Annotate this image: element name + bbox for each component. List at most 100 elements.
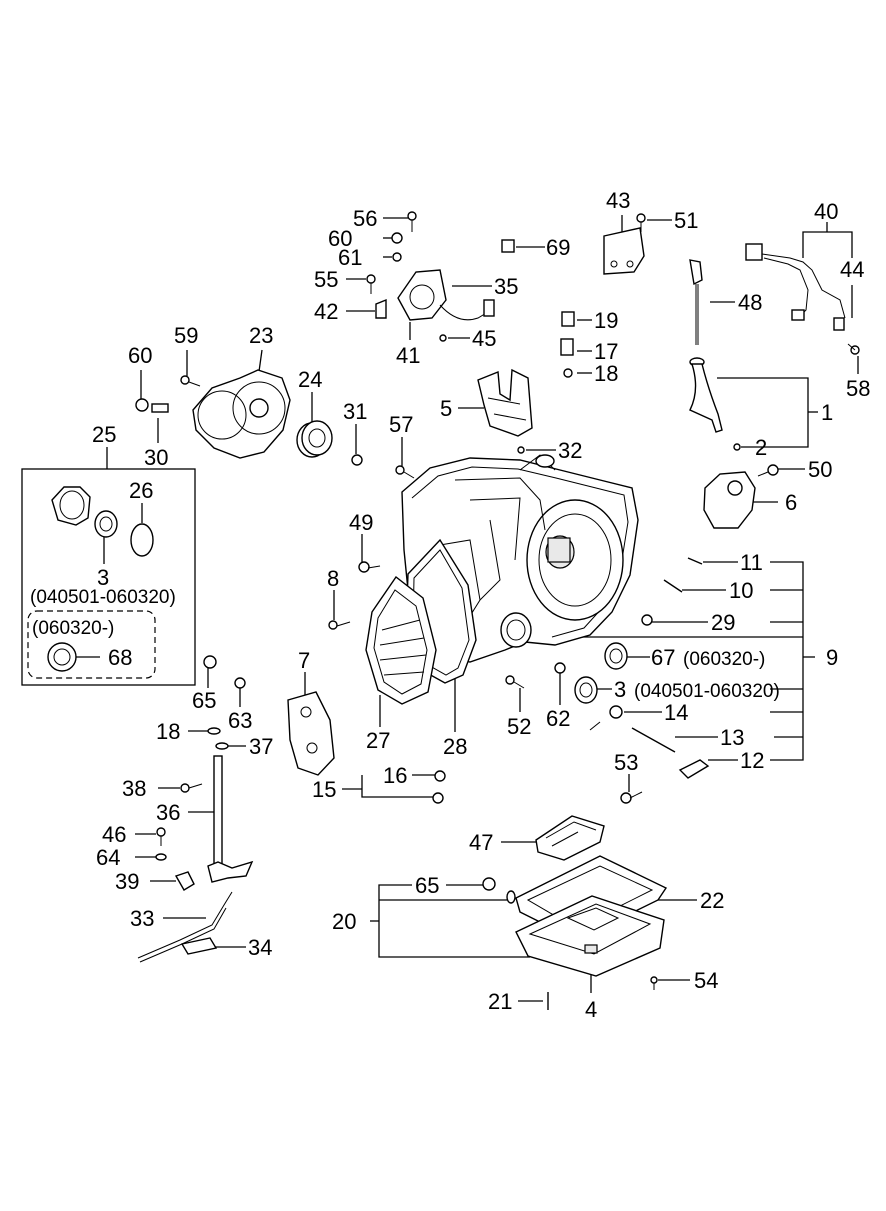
label-20: 20 <box>332 909 356 934</box>
label-7: 7 <box>298 648 310 673</box>
label-9: 9 <box>826 645 838 670</box>
side-cover-23 <box>192 369 291 459</box>
label-61: 61 <box>338 245 362 270</box>
label-53: 53 <box>614 750 638 775</box>
label-22: 22 <box>700 888 724 913</box>
label-62: 62 <box>546 706 570 731</box>
label-16: 16 <box>383 763 407 788</box>
label-60-left: 60 <box>128 343 152 368</box>
label-38: 38 <box>122 776 146 801</box>
label-18-left: 18 <box>156 719 180 744</box>
kit-25-parts <box>47 486 154 672</box>
label-46: 46 <box>102 822 126 847</box>
label-17: 17 <box>594 339 618 364</box>
leader-lines <box>76 215 859 1002</box>
sensor-69 <box>501 239 515 253</box>
label-8: 8 <box>327 566 339 591</box>
label-68: 68 <box>108 645 132 670</box>
label-2: 2 <box>755 435 767 460</box>
label-10: 10 <box>729 578 753 603</box>
label-3-right: 3 <box>614 677 626 702</box>
label-1: 1 <box>821 400 833 425</box>
label-58: 58 <box>846 376 870 401</box>
label-43: 43 <box>606 188 630 213</box>
label-49: 49 <box>349 510 373 535</box>
label-59: 59 <box>174 323 198 348</box>
label-63: 63 <box>228 708 252 733</box>
label-50: 50 <box>808 457 832 482</box>
label-18-top: 18 <box>594 361 618 386</box>
label-21: 21 <box>488 989 512 1014</box>
label-56: 56 <box>353 206 377 231</box>
label-29: 29 <box>711 610 735 635</box>
label-48: 48 <box>738 290 762 315</box>
inhibitor-switch-41 <box>397 269 495 321</box>
label-11: 11 <box>740 550 763 575</box>
label-44: 44 <box>840 257 864 282</box>
speed-sensor-harness-40 <box>745 243 846 331</box>
bracket-5 <box>477 368 533 437</box>
kit-box-25 <box>21 468 196 686</box>
label-5: 5 <box>440 396 452 421</box>
seals-67-3 <box>574 642 628 704</box>
label-32: 32 <box>558 438 582 463</box>
label-51: 51 <box>674 208 698 233</box>
label-39: 39 <box>115 869 139 894</box>
label-57: 57 <box>389 412 413 437</box>
seal-24 <box>296 420 333 458</box>
label-35: 35 <box>494 274 518 299</box>
dipstick-48 <box>689 259 703 345</box>
manual-shaft-assembly <box>137 755 254 963</box>
label-47: 47 <box>469 830 493 855</box>
label-37: 37 <box>249 734 273 759</box>
range-note-060320-right: (060320-) <box>683 649 765 670</box>
clip-42 <box>375 298 387 319</box>
label-3-kit: 3 <box>97 565 109 590</box>
label-14: 14 <box>664 700 688 725</box>
fittings-17-18-19 <box>560 311 575 378</box>
range-note-040501-060320-right: (040501-060320) <box>634 681 780 702</box>
kit-subbox-060320 <box>27 610 156 679</box>
label-64: 64 <box>96 845 120 870</box>
label-6: 6 <box>785 490 797 515</box>
label-55: 55 <box>314 267 338 292</box>
label-12: 12 <box>740 748 764 773</box>
mount-bracket-6 <box>703 471 756 529</box>
range-note-060320-left: (060320-) <box>32 618 114 639</box>
label-24: 24 <box>298 367 322 392</box>
oil-pan-and-gasket <box>515 855 668 977</box>
label-34: 34 <box>248 935 272 960</box>
label-13: 13 <box>720 725 744 750</box>
o-ring-2 <box>733 443 741 451</box>
label-27: 27 <box>366 728 390 753</box>
label-30: 30 <box>144 445 168 470</box>
bracket-43 <box>603 227 645 275</box>
label-69: 69 <box>546 235 570 260</box>
label-41: 41 <box>396 343 420 368</box>
range-note-040501-060320-left: (040501-060320) <box>30 587 176 608</box>
label-33: 33 <box>130 906 154 931</box>
label-60: 60 <box>328 226 352 251</box>
label-65-left: 65 <box>192 688 216 713</box>
label-15: 15 <box>312 777 336 802</box>
bolts-and-washers <box>135 211 860 1010</box>
label-36: 36 <box>156 800 180 825</box>
label-4: 4 <box>585 997 597 1022</box>
valve-body-cover-27 <box>365 575 437 705</box>
label-67: 67 <box>651 645 675 670</box>
filler-tube-1 <box>689 357 723 433</box>
bracket-7 <box>287 691 335 776</box>
callout-labels: 56 60 61 55 42 41 35 45 69 43 51 40 44 4… <box>30 188 870 1022</box>
label-42: 42 <box>314 299 338 324</box>
label-31: 31 <box>343 399 367 424</box>
label-25: 25 <box>92 422 116 447</box>
label-23: 23 <box>249 323 273 348</box>
label-54: 54 <box>694 968 718 993</box>
oil-strainer-47 <box>535 815 605 861</box>
label-45: 45 <box>472 326 496 351</box>
label-52: 52 <box>507 714 531 739</box>
label-40: 40 <box>814 199 838 224</box>
label-65-pan: 65 <box>415 873 439 898</box>
label-28: 28 <box>443 734 467 759</box>
